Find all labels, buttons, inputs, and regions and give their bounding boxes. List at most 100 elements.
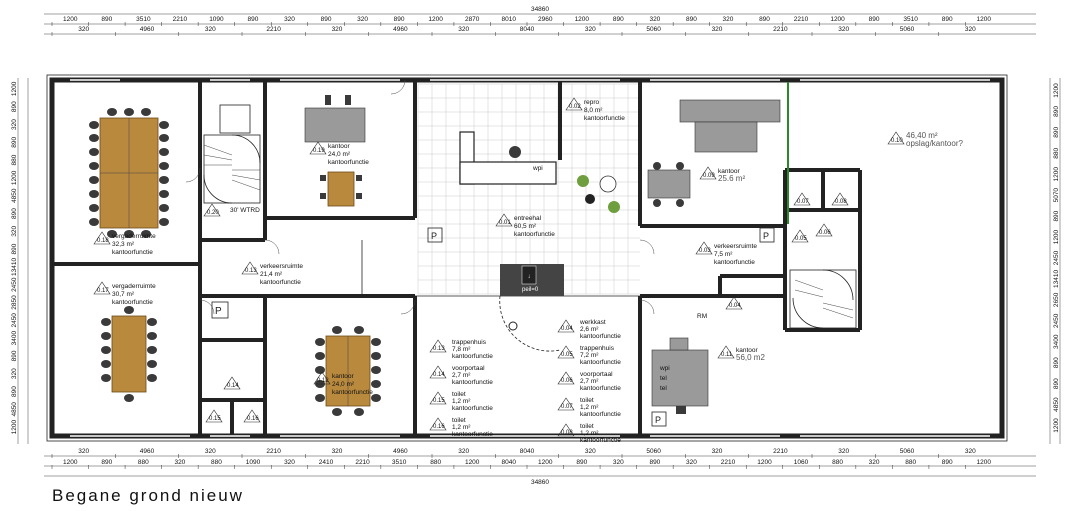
room-function: kantoorfunctie — [714, 259, 755, 266]
dimension-value: 320 — [11, 368, 18, 379]
room-number: 0.08 — [835, 199, 847, 205]
chair — [89, 162, 99, 170]
chair — [159, 190, 169, 198]
wpi-label-office: wpi — [659, 365, 670, 372]
legend-room-number: 0.05 — [561, 352, 573, 358]
dimension-value: 890 — [11, 350, 18, 361]
legend-marker-triangle — [557, 371, 575, 385]
room-marker-triangle — [717, 345, 735, 359]
room-number: 0.13 — [245, 268, 257, 274]
dimension-value: 890 — [1053, 357, 1060, 368]
dimension-value: 320 — [332, 448, 343, 455]
dimension-value: 1200 — [538, 459, 553, 466]
outer-walls — [46, 74, 1008, 442]
room-name: entreehal — [514, 215, 542, 222]
chair — [354, 408, 364, 416]
room-number: 0.14 — [227, 383, 239, 389]
dimension-value: 1200 — [11, 419, 18, 434]
tel-label-office-2: tel — [660, 385, 667, 392]
chair — [315, 394, 325, 402]
dimension-value: 8040 — [501, 459, 516, 466]
dimension-value: 320 — [78, 448, 89, 455]
legend-room-function: kantoorfunctie — [580, 359, 621, 366]
room-name: kantoor — [332, 373, 355, 380]
chair — [89, 204, 99, 212]
arrow-down-icon: ↓ — [528, 274, 531, 280]
dimension-value: 1200 — [1053, 229, 1060, 244]
chair — [107, 108, 117, 116]
dimension-value: 890 — [1053, 127, 1060, 138]
dimension-value: 320 — [686, 459, 697, 466]
entrance-mat-inner — [521, 265, 537, 285]
room-name: 46,40 m² — [906, 131, 938, 140]
room-name: kantoor — [718, 168, 741, 175]
room-number: 0.09 — [703, 173, 715, 179]
legend-room-function: kantoorfunctie — [580, 411, 621, 418]
room-area: 32,3 m² — [112, 241, 135, 248]
chair — [101, 374, 111, 382]
room-marker-triangle — [223, 376, 241, 390]
dimension-value: 2210 — [266, 26, 281, 33]
room-marker-triangle — [313, 371, 331, 385]
dimension-value: 4960 — [393, 26, 408, 33]
legend-room-number: 0.06 — [561, 378, 573, 384]
dimension-value: 4850 — [11, 188, 18, 203]
chair — [107, 230, 117, 238]
chair — [315, 338, 325, 346]
chair — [89, 148, 99, 156]
chair — [315, 352, 325, 360]
dimension-value: 320 — [357, 16, 368, 23]
dimension-value: 2850 — [11, 295, 18, 310]
dimension-value: 2650 — [1053, 292, 1060, 307]
dimension-value: 890 — [759, 16, 770, 23]
dimension-column-right: 1200890890880120050708901200245013410265… — [1053, 83, 1060, 433]
dimension-value: 2210 — [794, 16, 809, 23]
dimension-value: 320 — [712, 448, 723, 455]
chair — [89, 134, 99, 142]
rm-label: RM — [697, 313, 707, 320]
dimension-value: 1200 — [63, 459, 78, 466]
chairs-meeting-2 — [101, 306, 157, 402]
desks-office-009 — [647, 99, 781, 207]
dimension-value: 890 — [686, 16, 697, 23]
dimension-value: 4960 — [140, 26, 155, 33]
dimension-value: 320 — [205, 26, 216, 33]
room-marker-triangle — [887, 131, 905, 145]
room-marker-triangle — [831, 192, 849, 206]
chair — [141, 108, 151, 116]
dimension-value: 320 — [458, 448, 469, 455]
chair — [124, 230, 134, 238]
legend-room-number: 0.08 — [561, 430, 573, 436]
legend-room-name: toilet — [580, 423, 594, 430]
desks-office-019 — [304, 95, 366, 143]
dimension-value: 1200 — [976, 459, 991, 466]
room-marker-triangle — [725, 296, 743, 310]
meeting-table-center — [325, 335, 371, 407]
svg-text:P: P — [763, 231, 769, 241]
room-marker-triangle — [93, 231, 111, 245]
stair-left — [203, 104, 261, 204]
legend-room-area: 2,7 m² — [452, 372, 471, 379]
dimension-value: 2960 — [538, 16, 553, 23]
dimension-value: 4850 — [11, 402, 18, 417]
room-area: 24,0 m² — [328, 151, 351, 158]
chair — [159, 162, 169, 170]
column-marker — [508, 321, 518, 331]
legend-room-area: 1,2 m² — [452, 398, 471, 405]
legend-room-name: toilet — [452, 417, 466, 424]
dimension-value: 1200 — [1053, 418, 1060, 433]
legend-room-name: toilet — [580, 397, 594, 404]
chair — [371, 366, 381, 374]
dimension-value: 320 — [838, 448, 849, 455]
chair — [159, 176, 169, 184]
room-marker-triangle — [791, 229, 809, 243]
legend-marker-triangle — [557, 319, 575, 333]
dimension-total-bottom: 34860 — [531, 479, 549, 486]
legend-room-area: 1,2 m² — [580, 404, 599, 411]
table-office-019 — [327, 171, 355, 207]
dimension-value: 890 — [1053, 106, 1060, 117]
dimension-value: 880 — [430, 459, 441, 466]
